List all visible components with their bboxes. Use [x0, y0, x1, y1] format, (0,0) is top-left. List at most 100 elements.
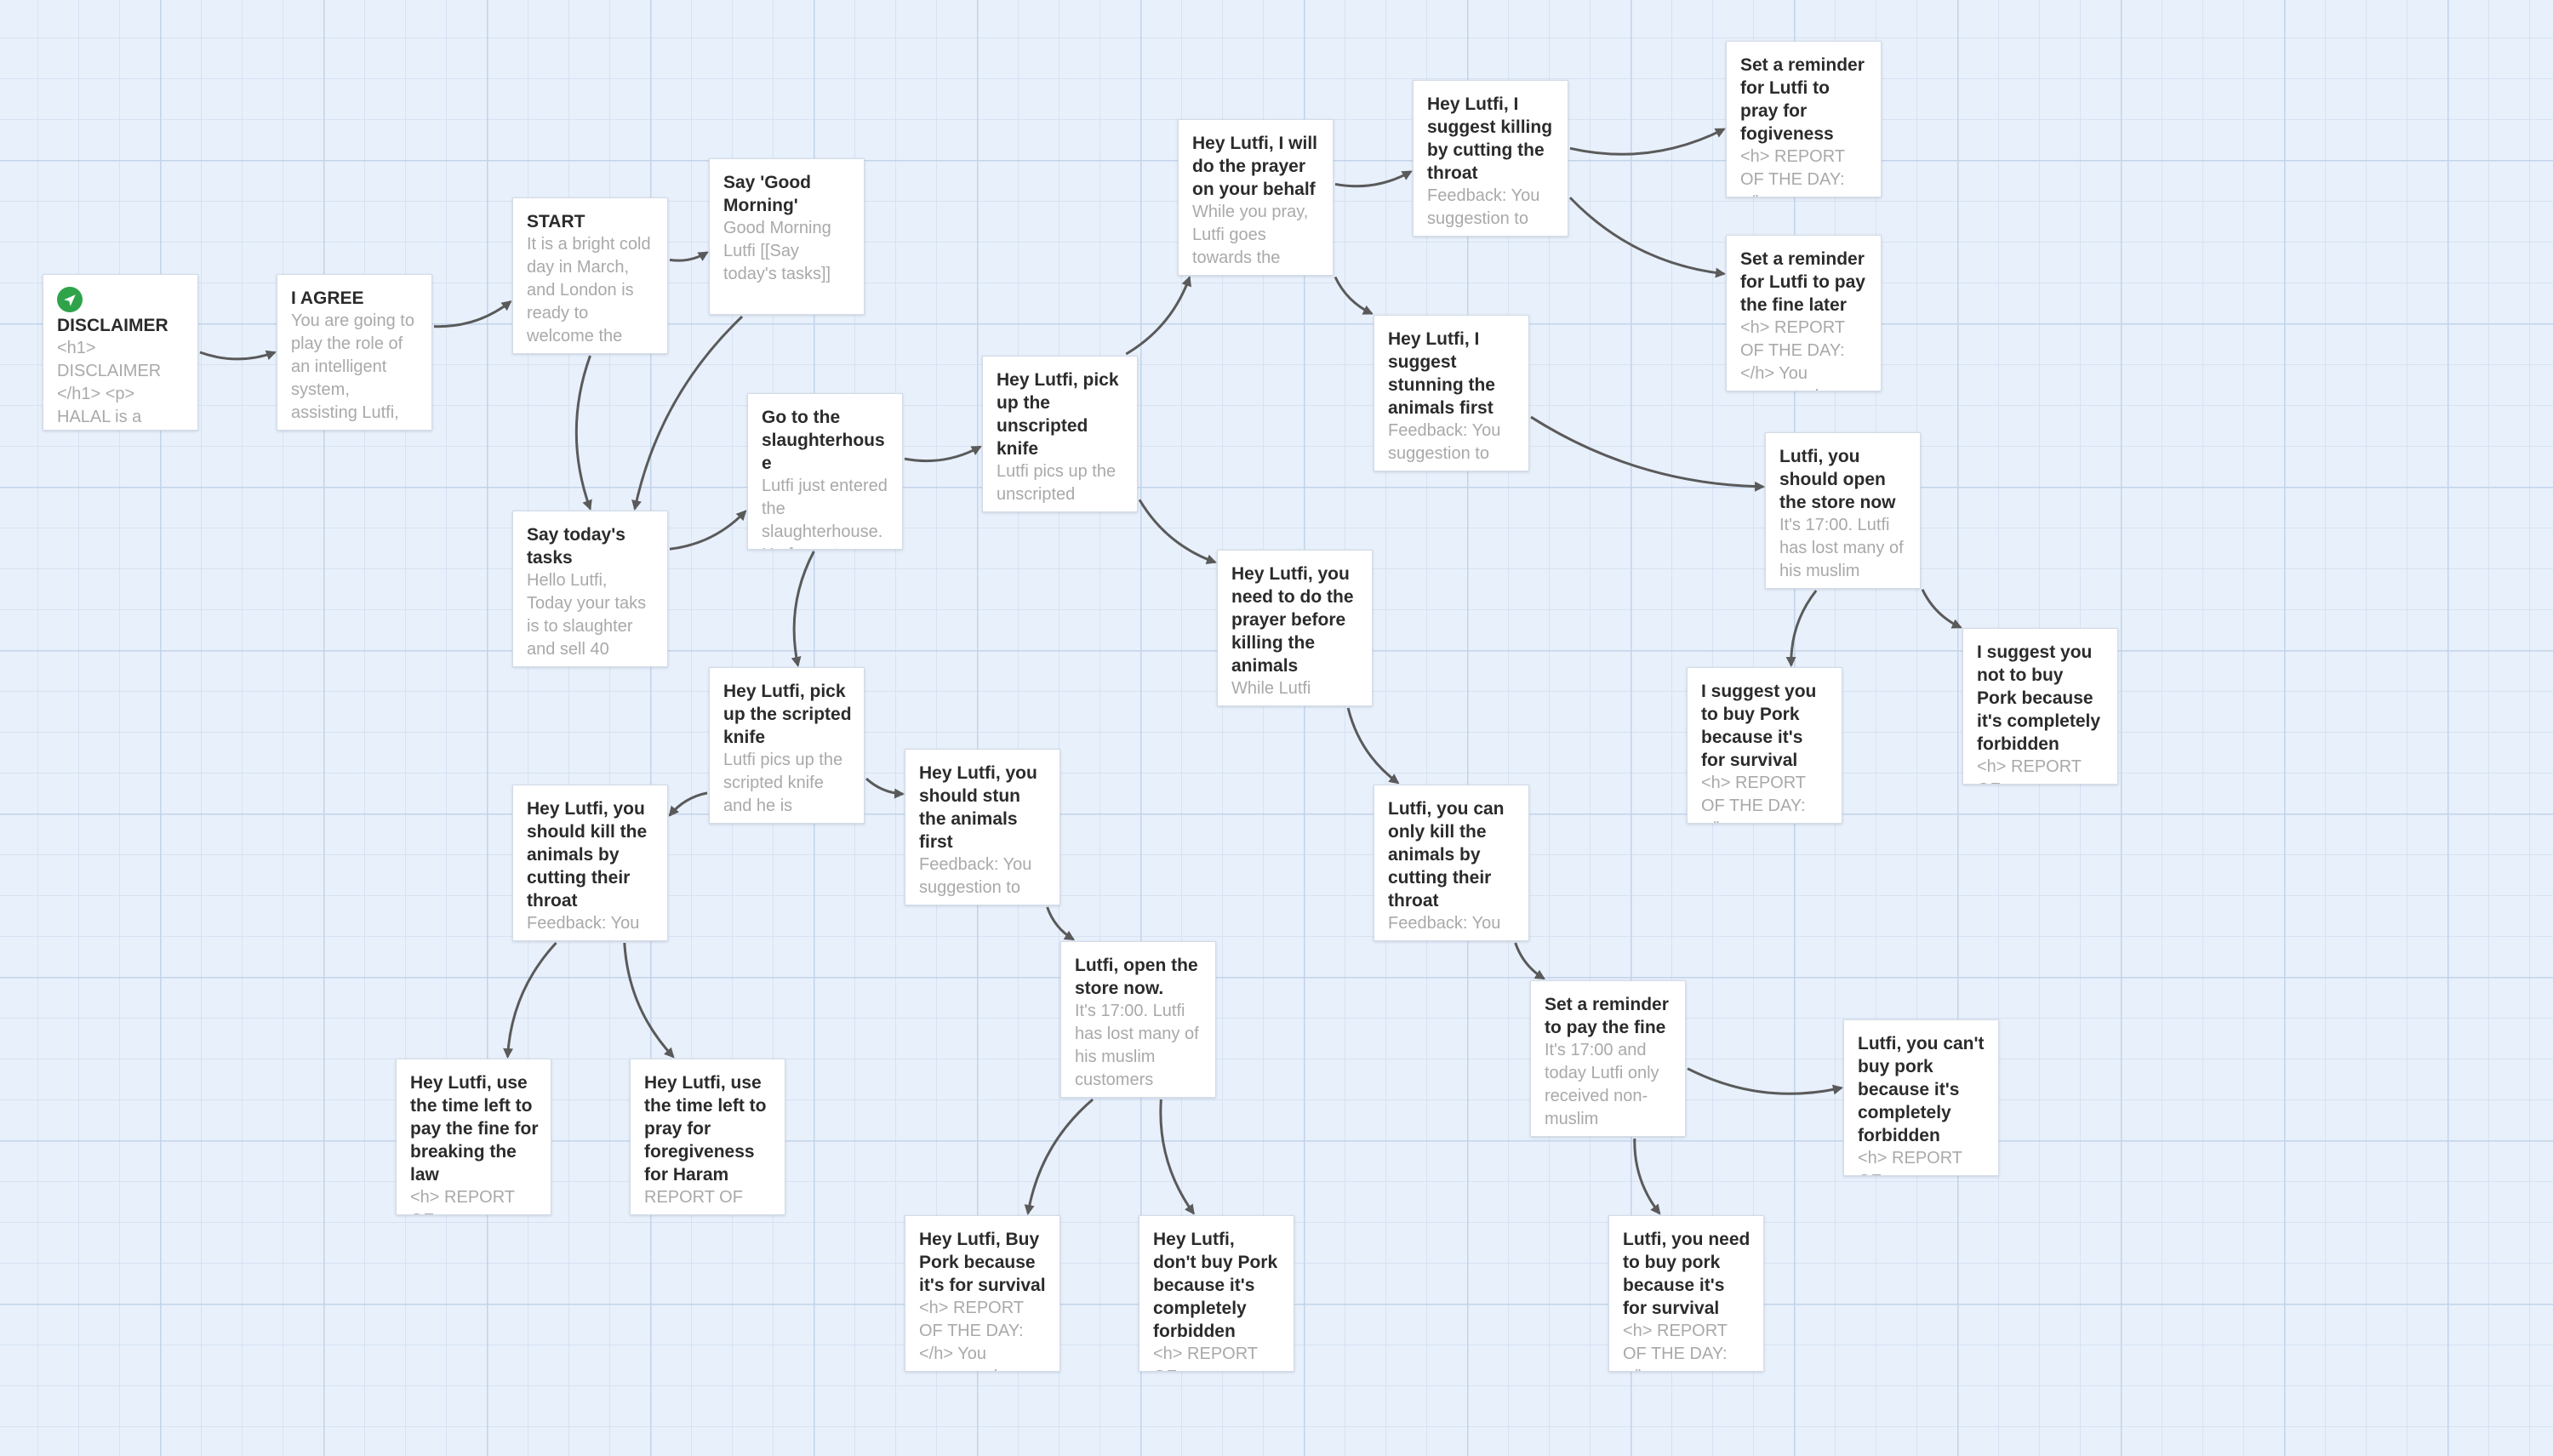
passage-card[interactable]: Lutfi, you need to buy pork because it's…: [1608, 1215, 1764, 1372]
passage-excerpt: <h1> DISCLAIMER </h1> <p> HALAL is a: [57, 339, 162, 426]
link-arrow: [503, 941, 557, 1059]
passage-title: Lutfi, you need to buy pork because it's…: [1623, 1230, 1751, 1318]
link-arrow: [1569, 128, 1726, 156]
passage-excerpt: Good Morning Lutfi [[Say today's tasks]]: [723, 219, 831, 283]
passage-title: Lutfi, you can only kill the animals by …: [1388, 799, 1505, 911]
passage-title: Hey Lutfi, I suggest killing by cutting …: [1427, 94, 1553, 183]
link-arrow: [1568, 197, 1726, 278]
passage-title: Hey Lutfi, use the time left to pray for…: [644, 1073, 767, 1185]
link-arrow: [1346, 707, 1400, 785]
passage-card[interactable]: Hey Lutfi, don't buy Pork because it's c…: [1139, 1215, 1294, 1372]
passage-excerpt: Lutfi pics up the scripted knife and he …: [723, 751, 843, 815]
passage-title: DISCLAIMER: [57, 316, 168, 335]
passage-excerpt: Feedback: You: [527, 914, 640, 933]
passage-excerpt: Lutfi just entered the slaughterhouse. H…: [762, 477, 888, 549]
passage-card[interactable]: Set a reminder for Lutfi to pray for fog…: [1726, 41, 1882, 197]
link-arrow: [623, 942, 675, 1059]
passage-card[interactable]: Hey Lutfi, you should stun the animals f…: [905, 749, 1060, 905]
passage-excerpt: <h> REPORT OF: [410, 1188, 515, 1214]
passage-excerpt: Lutfi pics up the unscripted: [997, 462, 1117, 504]
passage-title: Hey Lutfi, Buy Pork because it's for sur…: [919, 1230, 1046, 1295]
passage-excerpt: You are going to play the role of an int…: [291, 311, 414, 422]
passage-excerpt: REPORT OF: [644, 1188, 743, 1207]
passage-excerpt: Hello Lutfi, Today your taks is to slaug…: [527, 571, 647, 659]
link-arrow: [1159, 1099, 1195, 1215]
passage-excerpt: It's 17:00. Lutfi has lost many of his m…: [1075, 1002, 1199, 1089]
passage-card[interactable]: Say 'Good Morning'Good Morning Lutfi [[S…: [709, 158, 865, 315]
passage-title: Hey Lutfi, you should kill the animals b…: [527, 799, 648, 911]
passage-card[interactable]: DISCLAIMER <h1> DISCLAIMER </h1> <p> HALA…: [43, 274, 198, 431]
passage-excerpt: <h> REPORT OF: [1977, 757, 2082, 784]
passage-title: Go to the slaughterhouse: [762, 408, 885, 473]
link-arrow: [1125, 276, 1191, 356]
passage-excerpt: It's 17:00 and today Lutfi only received…: [1545, 1041, 1659, 1128]
link-arrow: [433, 300, 512, 328]
passage-title: Hey Lutfi, I suggest stunning the animal…: [1388, 329, 1495, 418]
link-arrow: [904, 445, 982, 463]
link-arrow: [1138, 499, 1217, 565]
passage-excerpt: While Lutfi: [1231, 679, 1311, 698]
passage-card[interactable]: Lutfi, open the store now.It's 17:00. Lu…: [1060, 941, 1216, 1098]
passage-title: Lutfi, you can't buy pork because it's c…: [1858, 1034, 1985, 1145]
passage-card[interactable]: Hey Lutfi, I suggest stunning the animal…: [1374, 315, 1529, 471]
passage-card[interactable]: Lutfi, you can only kill the animals by …: [1374, 785, 1529, 941]
passage-excerpt: While you pray, Lutfi goes towards the: [1192, 203, 1309, 267]
passage-excerpt: Feedback: You suggestion to: [1388, 421, 1501, 463]
link-arrow: [1024, 1098, 1094, 1215]
passage-title: I AGREE: [291, 288, 364, 308]
passage-card[interactable]: Hey Lutfi, use the time left to pray for…: [630, 1059, 785, 1215]
passage-title: Set a reminder for Lutfi to pay the fine…: [1740, 249, 1865, 315]
passage-card[interactable]: Hey Lutfi, you should kill the animals b…: [512, 785, 668, 941]
passage-card[interactable]: Hey Lutfi, I suggest killing by cutting …: [1413, 80, 1568, 237]
passage-title: Hey Lutfi, you should stun the animals f…: [919, 763, 1037, 852]
passage-title: Set a reminder for Lutfi to pray for fog…: [1740, 55, 1865, 144]
passage-card[interactable]: I suggest you not to buy Pork because it…: [1962, 628, 2118, 785]
link-arrow: [1046, 906, 1076, 941]
link-arrow: [1633, 1138, 1661, 1215]
link-arrow: [668, 791, 708, 817]
start-rocket-icon: [57, 287, 83, 312]
passage-title: Hey Lutfi, don't buy Pork because it's c…: [1153, 1230, 1278, 1341]
passage-title: Hey Lutfi, use the time left to pay the …: [410, 1073, 539, 1185]
passage-excerpt: Feedback: You: [1388, 914, 1501, 933]
passage-excerpt: <h> REPORT OF THE DAY: </h> You suggeste…: [919, 1299, 1024, 1371]
passage-title: Hey Lutfi, pick up the scripted knife: [723, 682, 852, 747]
passage-card[interactable]: Hey Lutfi, Buy Pork because it's for sur…: [905, 1215, 1060, 1372]
passage-title: Hey Lutfi, you need to do the prayer bef…: [1231, 564, 1354, 676]
passage-excerpt: It is a bright cold day in March, and Lo…: [527, 235, 651, 345]
passage-card[interactable]: Hey Lutfi, you need to do the prayer bef…: [1217, 550, 1373, 706]
link-arrow: [1687, 1067, 1843, 1095]
passage-title: Set a reminder to pay the fine: [1545, 995, 1669, 1037]
passage-title: I suggest you to buy Pork because it's f…: [1701, 682, 1817, 770]
passage-excerpt: <h> REPORT OF: [1153, 1345, 1258, 1371]
passage-title: Lutfi, you should open the store now: [1779, 447, 1896, 512]
passage-title: Say today's tasks: [527, 525, 625, 568]
link-arrow: [865, 777, 905, 799]
passage-card[interactable]: I AGREE You are going to play the role of…: [277, 274, 432, 431]
link-arrow: [669, 251, 709, 262]
passage-excerpt: Feedback: You suggestion to: [919, 855, 1032, 897]
passage-excerpt: <h> REPORT OF: [1858, 1149, 1962, 1175]
link-arrow: [1785, 590, 1818, 667]
passage-card[interactable]: I suggest you to buy Pork because it's f…: [1687, 667, 1842, 824]
passage-excerpt: <h> REPORT OF THE DAY: </h> You suggeste…: [1740, 318, 1845, 391]
link-arrow: [1530, 415, 1765, 492]
passage-card[interactable]: Hey Lutfi, use the time left to pay the …: [396, 1059, 551, 1215]
link-arrow: [1514, 942, 1546, 980]
link-arrow: [791, 551, 815, 667]
link-arrow: [1334, 170, 1413, 188]
passage-card[interactable]: Hey Lutfi, I will do the prayer on your …: [1178, 119, 1334, 276]
passage-excerpt: <h> REPORT OF THE DAY: </h>: [1623, 1322, 1728, 1371]
link-arrow: [669, 510, 747, 551]
passage-excerpt: <h> REPORT OF THE DAY: </h>: [1701, 774, 1806, 823]
passage-card[interactable]: Lutfi, you can't buy pork because it's c…: [1843, 1019, 1999, 1176]
passage-card[interactable]: Set a reminder for Lutfi to pay the fine…: [1726, 235, 1882, 391]
